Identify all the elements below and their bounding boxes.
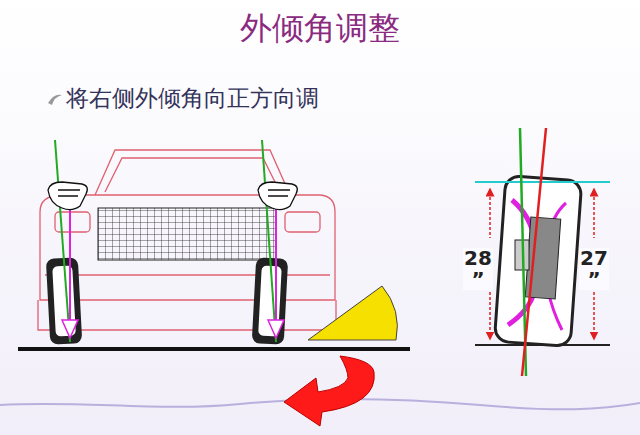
bullet [48, 95, 62, 105]
wedge [308, 286, 397, 340]
wheel [46, 257, 288, 345]
car-outline [38, 150, 336, 330]
reference-line [475, 181, 610, 183]
gauge-line [55, 140, 276, 342]
ground [475, 344, 610, 346]
ground [18, 347, 410, 351]
bullet-text: 将右侧外倾角向正方向调 [66, 86, 319, 110]
plumb-bob [62, 320, 284, 338]
dimension-value: 27 ” [579, 248, 609, 290]
slide-title: 外倾角调整 [240, 12, 400, 46]
grille [98, 208, 276, 260]
wheel-axis-line [522, 128, 546, 376]
dimension-value: 28 ” [463, 248, 493, 290]
hand [48, 182, 297, 210]
rotate-arrow [284, 356, 374, 426]
